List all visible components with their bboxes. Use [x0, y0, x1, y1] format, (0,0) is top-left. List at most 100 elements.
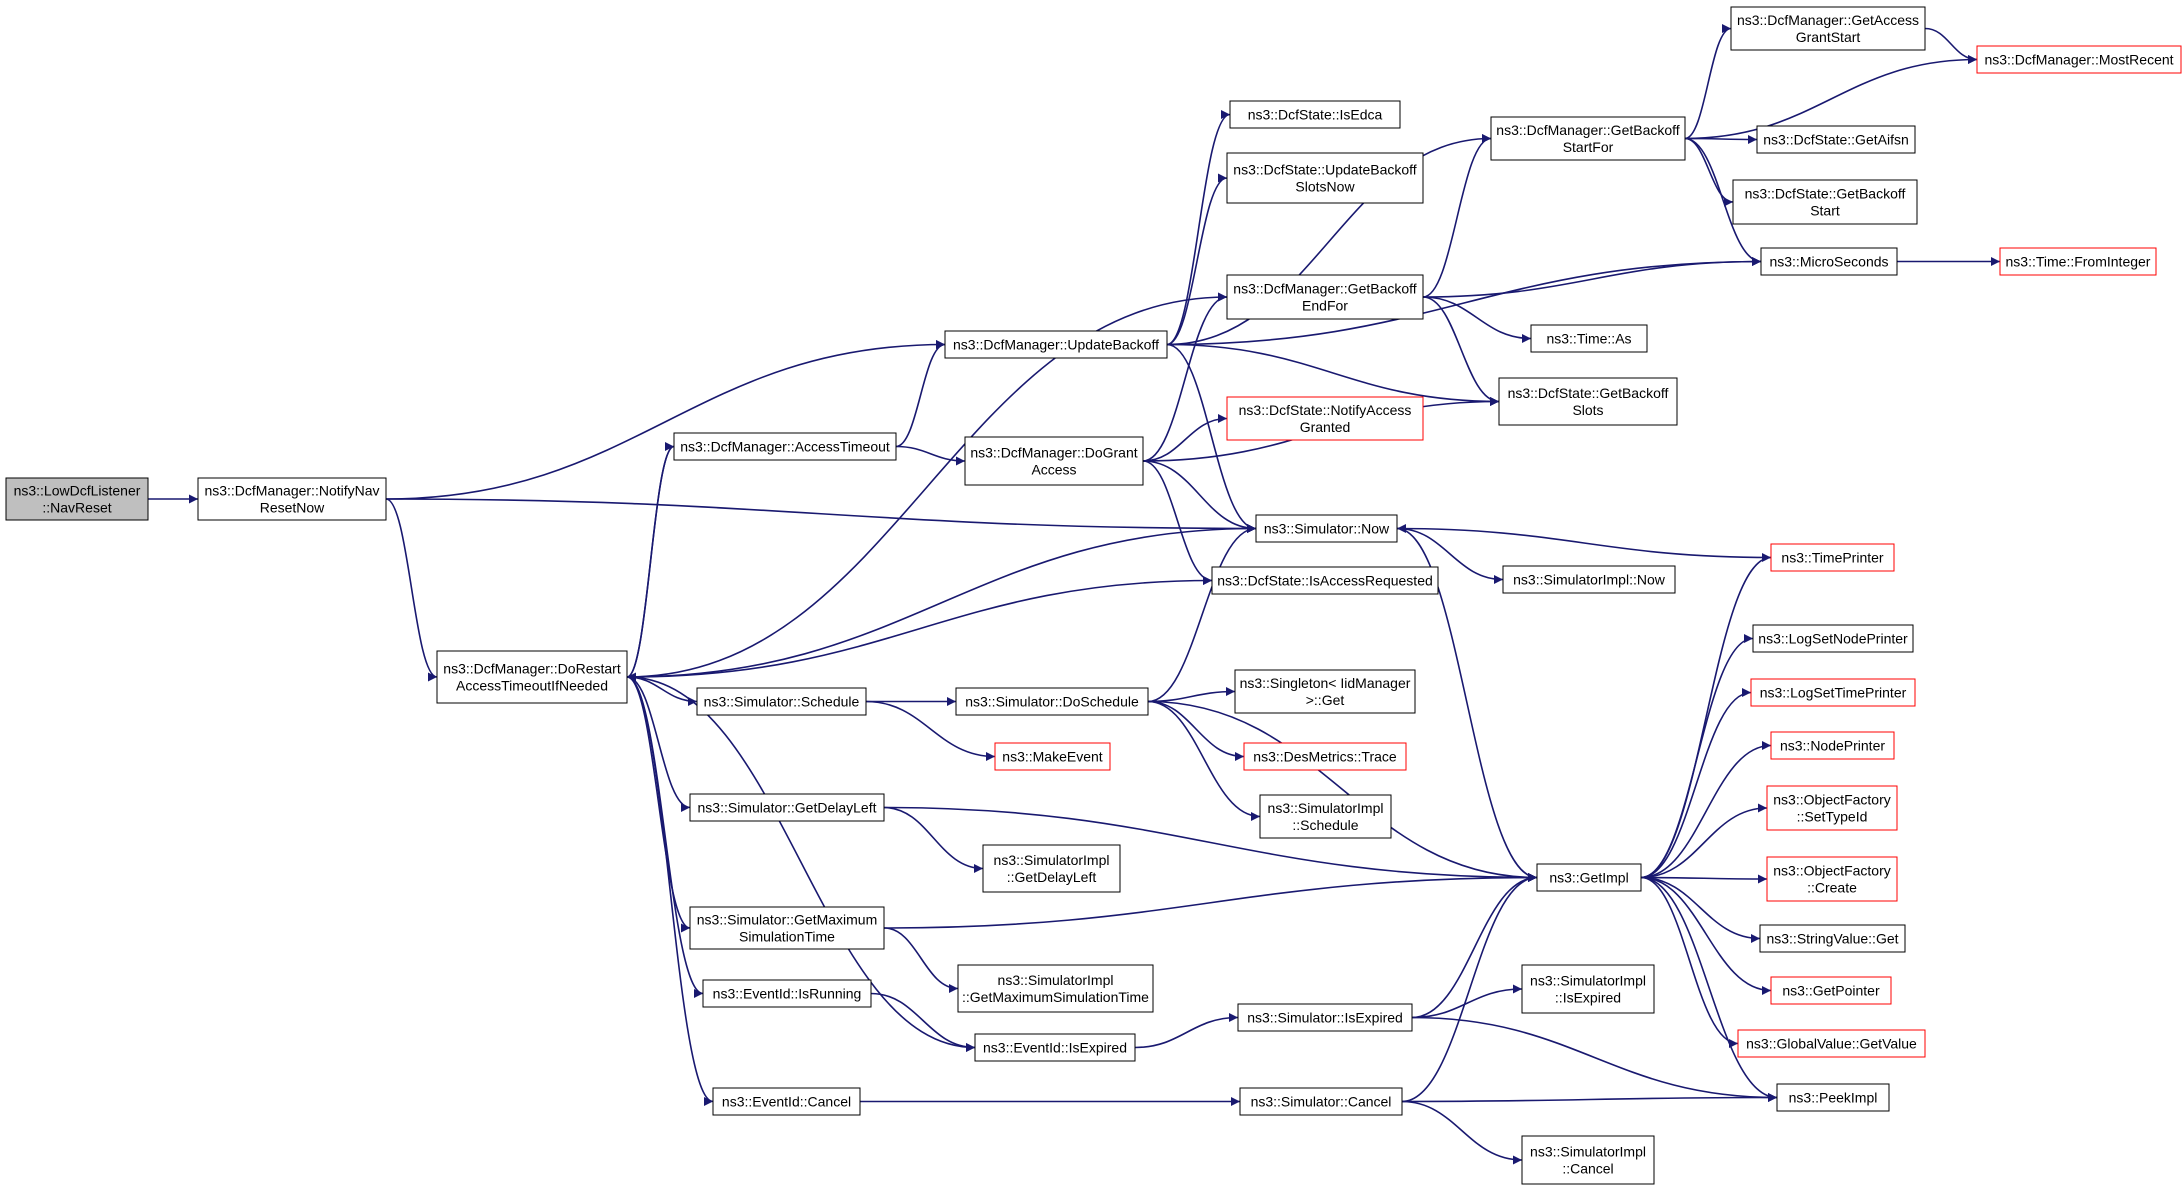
node-get-pointer[interactable]: ns3::GetPointer [1770, 976, 1892, 1005]
node-label: ns3::DcfManager::AccessTimeout [680, 439, 890, 455]
edge-get-backoff-end-for-to-micro-seconds [1422, 257, 1762, 298]
node-time-from-integer[interactable]: ns3::Time::FromInteger [1999, 247, 2157, 276]
edge-do-restart-to-get-backoff-end-for [626, 292, 1228, 678]
node-label: ::NavReset [42, 500, 111, 516]
node-most-recent[interactable]: ns3::DcfManager::MostRecent [1976, 45, 2182, 74]
edge-update-backoff-to-micro-seconds [1166, 257, 1762, 346]
node-node-printer[interactable]: ns3::NodePrinter [1770, 731, 1895, 760]
node-label: ns3::PeekImpl [1789, 1090, 1878, 1106]
node-box [944, 330, 1168, 359]
node-sim-now[interactable]: ns3::Simulator::Now [1255, 514, 1398, 543]
node-time-printer[interactable]: ns3::TimePrinter [1770, 543, 1895, 572]
node-singleton-get[interactable]: ns3::Singleton< IidManager>::Get [1234, 669, 1416, 714]
node-label: ns3::EventId::Cancel [722, 1094, 851, 1110]
node-time-as[interactable]: ns3::Time::As [1530, 324, 1648, 353]
node-get-max-sim-time[interactable]: ns3::Simulator::GetMaximumSimulationTime [689, 906, 885, 950]
node-label: SlotsNow [1295, 179, 1355, 195]
edge-sim-is-expired-to-peek-impl [1411, 1016, 1778, 1102]
node-event-is-expired[interactable]: ns3::EventId::IsExpired [974, 1033, 1136, 1062]
edge-get-backoff-start-for-to-most-recent [1684, 55, 1978, 140]
edge-get-impl-to-global-value-get-value [1640, 876, 1739, 1048]
node-is-access-requested[interactable]: ns3::DcfState::IsAccessRequested [1211, 566, 1439, 595]
node-box [974, 1033, 1136, 1062]
node-make-event[interactable]: ns3::MakeEvent [994, 742, 1111, 771]
node-impl-is-expired[interactable]: ns3::SimulatorImpl::IsExpired [1521, 964, 1655, 1014]
node-get-impl[interactable]: ns3::GetImpl [1536, 863, 1642, 892]
edge-get-backoff-start-for-to-get-access-grant-start [1684, 24, 1732, 140]
node-do-schedule[interactable]: ns3::Simulator::DoSchedule [955, 687, 1149, 716]
node-sim-schedule[interactable]: ns3::Simulator::Schedule [696, 687, 867, 716]
node-label: ::GetMaximumSimulationTime [962, 989, 1149, 1005]
node-label: ns3::Simulator::GetMaximum [697, 912, 878, 928]
node-peek-impl[interactable]: ns3::PeekImpl [1776, 1083, 1890, 1112]
node-log-set-node-printer[interactable]: ns3::LogSetNodePrinter [1752, 624, 1914, 653]
node-label: Slots [1572, 402, 1603, 418]
edge-access-timeout-to-do-grant-access [895, 445, 966, 466]
node-get-aifsn[interactable]: ns3::DcfState::GetAifsn [1756, 125, 1916, 154]
node-box [994, 742, 1111, 771]
node-impl-get-delay-left[interactable]: ns3::SimulatorImpl::GetDelayLeft [982, 844, 1121, 893]
node-obj-factory-set-type-id[interactable]: ns3::ObjectFactory::SetTypeId [1766, 785, 1898, 831]
edge-update-backoff-to-is-edca [1166, 110, 1231, 346]
node-impl-now[interactable]: ns3::SimulatorImpl::Now [1502, 565, 1676, 594]
node-label: ns3::EventId::IsRunning [713, 986, 862, 1002]
node-sim-is-expired[interactable]: ns3::Simulator::IsExpired [1237, 1003, 1413, 1032]
node-box [1237, 1003, 1413, 1032]
node-label: ns3::DcfState::IsEdca [1248, 107, 1383, 123]
node-des-metrics-trace[interactable]: ns3::DesMetrics::Trace [1243, 742, 1407, 771]
node-box [1732, 179, 1918, 225]
node-box [1226, 152, 1424, 204]
node-nav-reset[interactable]: ns3::LowDcfListener::NavReset [5, 477, 149, 521]
node-string-value-get[interactable]: ns3::StringValue::Get [1759, 924, 1906, 953]
node-box [702, 979, 872, 1008]
node-box [1229, 100, 1401, 129]
node-is-edca[interactable]: ns3::DcfState::IsEdca [1229, 100, 1401, 129]
node-box [1776, 1083, 1890, 1112]
node-label: ::GetDelayLeft [1007, 869, 1097, 885]
edge-get-delay-left-to-get-impl [883, 806, 1538, 882]
node-micro-seconds[interactable]: ns3::MicroSeconds [1760, 247, 1898, 276]
edge-sim-cancel-to-get-impl [1401, 873, 1538, 1103]
edge-do-restart-to-event-is-expired [626, 676, 976, 1052]
node-do-restart[interactable]: ns3::DcfManager::DoRestartAccessTimeoutI… [436, 650, 628, 704]
node-box [689, 906, 885, 950]
node-box [982, 844, 1121, 893]
node-impl-get-max-sim-time[interactable]: ns3::SimulatorImpl::GetMaximumSimulation… [957, 964, 1154, 1013]
node-label: ns3::ObjectFactory [1773, 863, 1891, 879]
node-sim-cancel[interactable]: ns3::Simulator::Cancel [1239, 1087, 1403, 1116]
node-box [689, 793, 885, 822]
node-get-delay-left[interactable]: ns3::Simulator::GetDelayLeft [689, 793, 885, 822]
edge-do-restart-to-access-timeout [626, 442, 675, 678]
edge-do-grant-access-to-sim-now [1142, 460, 1257, 533]
node-event-cancel[interactable]: ns3::EventId::Cancel [712, 1087, 861, 1116]
node-label: ::Cancel [1562, 1161, 1613, 1177]
node-update-backoff[interactable]: ns3::DcfManager::UpdateBackoff [944, 330, 1168, 359]
node-impl-schedule[interactable]: ns3::SimulatorImpl::Schedule [1259, 794, 1392, 839]
node-global-value-get-value[interactable]: ns3::GlobalValue::GetValue [1737, 1029, 1926, 1058]
node-box [1239, 1087, 1403, 1116]
edge-get-max-sim-time-to-impl-get-max-sim-time [883, 927, 959, 993]
node-label: ns3::Simulator::GetDelayLeft [698, 800, 877, 816]
edge-get-backoff-start-for-to-get-aifsn [1684, 134, 1758, 144]
node-access-timeout[interactable]: ns3::DcfManager::AccessTimeout [673, 432, 897, 461]
node-log-set-time-printer[interactable]: ns3::LogSetTimePrinter [1750, 678, 1916, 707]
node-label: ns3::DcfManager::NotifyNav [204, 483, 379, 499]
node-label: ns3::TimePrinter [1781, 550, 1884, 566]
node-obj-factory-create[interactable]: ns3::ObjectFactory::Create [1766, 856, 1898, 902]
node-impl-cancel[interactable]: ns3::SimulatorImpl::Cancel [1521, 1135, 1655, 1185]
node-box [1730, 6, 1926, 51]
node-box [1498, 377, 1678, 426]
node-label: ns3::LogSetTimePrinter [1760, 685, 1907, 701]
node-is-running[interactable]: ns3::EventId::IsRunning [702, 979, 872, 1008]
node-box [1502, 565, 1676, 594]
